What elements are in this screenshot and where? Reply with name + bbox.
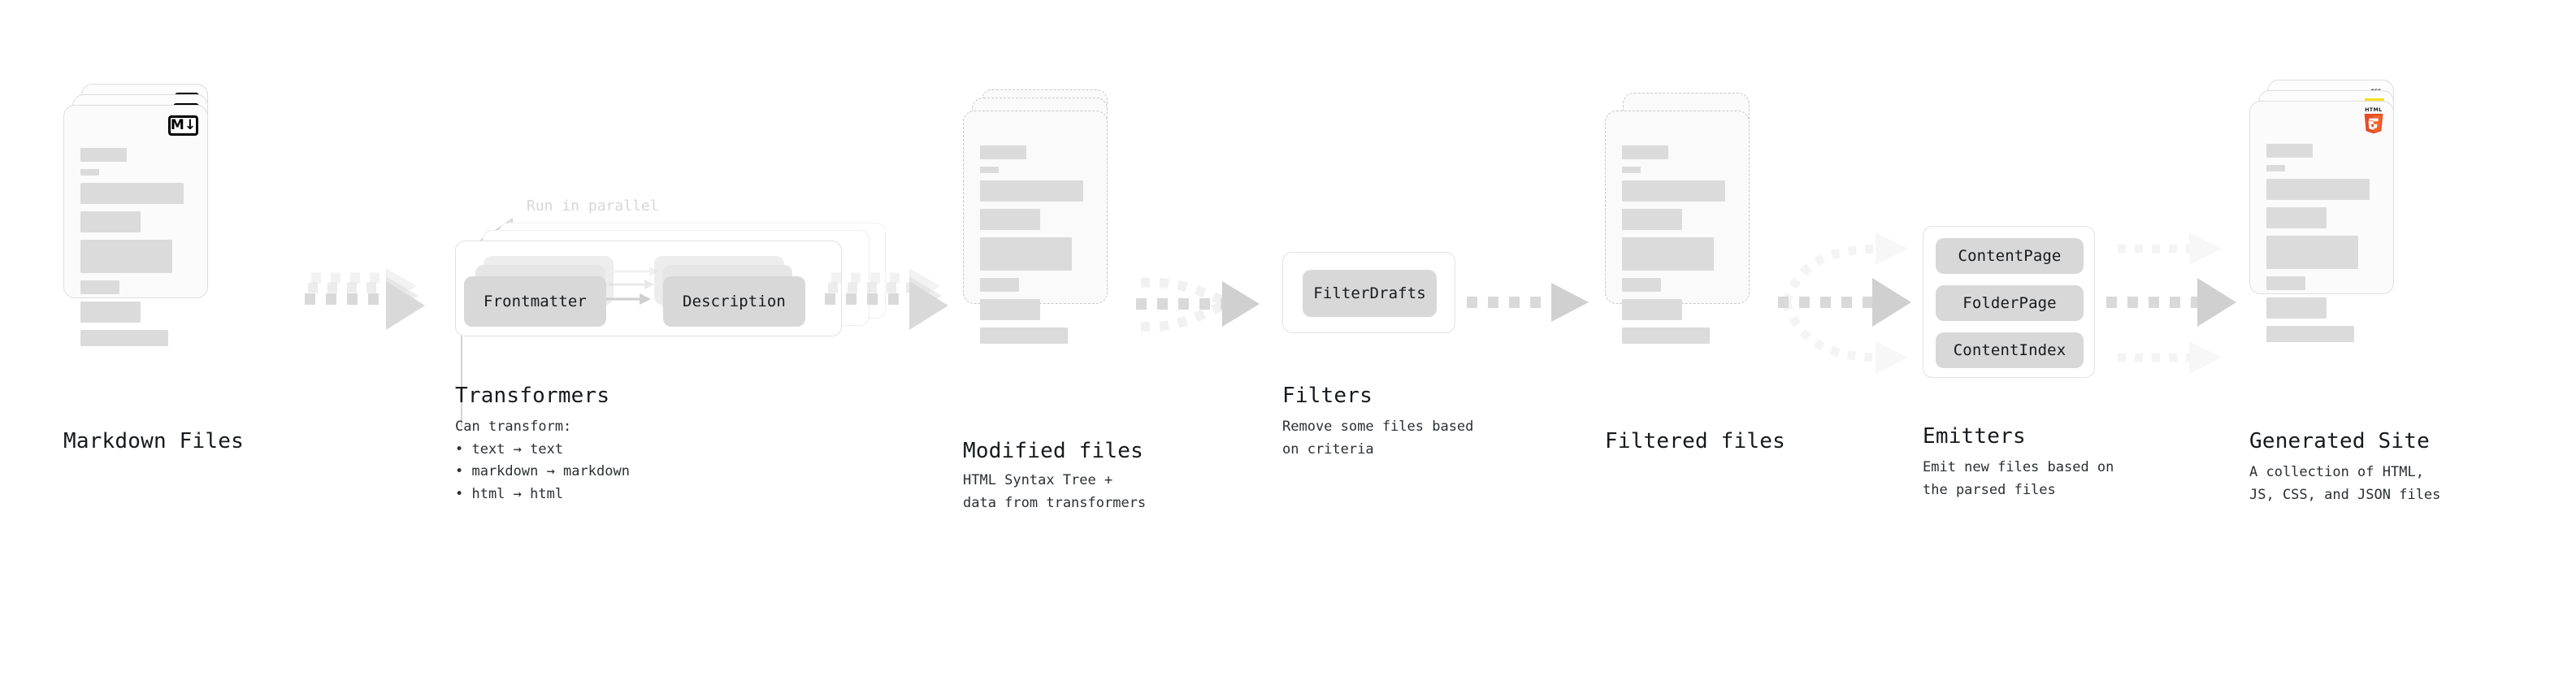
stage-title-transformers: Transformers	[455, 384, 610, 408]
placeholder-line	[980, 167, 999, 173]
svg-text:HTML: HTML	[2365, 107, 2383, 113]
placeholder-line	[980, 145, 1026, 159]
stage-title-generated-site: Generated Site	[2249, 429, 2430, 453]
chip-label-contentpage: ContentPage	[1958, 247, 2062, 265]
placeholder-line	[2266, 297, 2327, 319]
emitter-chip-contentindex[interactable]: ContentIndex	[1936, 332, 2084, 368]
placeholder-line	[1622, 327, 1710, 344]
placeholder-line	[1622, 237, 1714, 271]
emitter-chip-contentpage[interactable]: ContentPage	[1936, 238, 2084, 274]
chip-label-contentindex: ContentIndex	[1953, 341, 2066, 359]
placeholder-line	[80, 169, 99, 176]
placeholder-line	[980, 180, 1083, 202]
placeholder-line	[2266, 276, 2305, 290]
chip-label-frontmatter: Frontmatter	[484, 293, 587, 310]
placeholder-line	[1622, 145, 1668, 159]
arrow-markdown-to-transformers	[305, 268, 425, 330]
modified-card-front	[963, 111, 1108, 344]
transformer-chip-description[interactable]: Description	[663, 276, 805, 327]
placeholder-line	[1622, 209, 1682, 230]
placeholder-line	[980, 209, 1040, 230]
markdown-placeholder-lines	[80, 148, 191, 354]
chip-label-description: Description	[683, 293, 786, 310]
modified-file-stack	[963, 89, 1142, 344]
markdown-file-stack: M↓ M↓ M↓	[63, 84, 226, 346]
emitter-chip-folderpage[interactable]: FolderPage	[1936, 285, 2084, 321]
stage-title-markdown-files: Markdown Files	[63, 429, 244, 453]
placeholder-line	[80, 211, 141, 232]
placeholder-line	[2266, 207, 2327, 228]
filtered-file-stack	[1605, 89, 1784, 344]
filtered-card-front	[1605, 111, 1750, 344]
transformer-chip-frontmatter[interactable]: Frontmatter	[464, 276, 606, 327]
stage-title-modified-files: Modified files	[963, 439, 1143, 463]
placeholder-line	[80, 240, 172, 273]
html5-badge: HTML	[2364, 107, 2383, 134]
filters-box: FilterDrafts	[1282, 252, 1455, 333]
placeholder-line	[80, 280, 119, 294]
placeholder-line	[2266, 236, 2358, 269]
stage-title-filtered-files: Filtered files	[1605, 429, 1785, 453]
stage-markdown-files: M↓ M↓ M↓	[0, 0, 325, 681]
generated-site-stack: CSS HTML	[2249, 80, 2436, 342]
generated-card-front: HTML	[2249, 101, 2394, 342]
stage-desc-filters: Remove some files based on criteria	[1282, 419, 1474, 458]
placeholder-line	[2266, 179, 2370, 200]
placeholder-line	[980, 278, 1019, 292]
stage-modified-files: Modified files HTML Syntax Tree + data f…	[963, 89, 1147, 511]
markdown-badge: M↓	[168, 115, 198, 136]
placeholder-line	[80, 330, 168, 346]
arrow-modified-to-filters	[1136, 277, 1260, 332]
placeholder-line	[2266, 165, 2285, 171]
stage-emitters: ContentPage FolderPage ContentIndex Emit…	[1923, 226, 2114, 498]
stage-desc-transformers: Can transform: • text → text • markdown …	[455, 419, 630, 502]
arrow-emitters-to-site	[2106, 232, 2236, 374]
modified-placeholder-lines	[980, 145, 1091, 351]
placeholder-line	[1622, 278, 1661, 292]
placeholder-line	[80, 148, 127, 162]
placeholder-line	[980, 299, 1040, 320]
stage-title-filters: Filters	[1282, 384, 1373, 408]
placeholder-line	[80, 301, 141, 323]
markdown-card-front: M↓	[63, 105, 208, 346]
placeholder-line	[980, 237, 1072, 271]
transformer-internal-arrows	[601, 267, 659, 305]
emitters-box: ContentPage FolderPage ContentIndex	[1923, 226, 2095, 378]
placeholder-line	[2266, 326, 2354, 342]
stage-title-emitters: Emitters	[1923, 424, 2026, 449]
arrow-filtered-to-emitters	[1778, 232, 1911, 374]
placeholder-line	[980, 327, 1068, 344]
stage-desc-modified-files: HTML Syntax Tree + data from transformer…	[963, 472, 1147, 511]
placeholder-line	[2266, 144, 2313, 158]
markdown-badge-text: M↓	[170, 117, 197, 133]
stage-transformers: Run in parallel Frontmatter Description …	[0, 0, 894, 681]
arrow-filters-to-filtered	[1467, 283, 1589, 322]
arrow-transformers-to-modified	[825, 268, 948, 330]
placeholder-line	[1622, 167, 1641, 173]
placeholder-line	[80, 183, 184, 204]
run-in-parallel-label: Run in parallel	[527, 197, 659, 215]
filtered-placeholder-lines	[1622, 145, 1733, 351]
placeholder-line	[1622, 299, 1682, 320]
stage-filtered-files: Filtered files	[1605, 89, 1785, 453]
filter-chip-filterdrafts[interactable]: FilterDrafts	[1303, 270, 1437, 317]
stage-filters: FilterDrafts Filters Remove some files b…	[1282, 252, 1474, 458]
stage-desc-generated-site: A collection of HTML, JS, CSS, and JSON …	[2249, 464, 2441, 503]
chip-label-folderpage: FolderPage	[1962, 294, 2057, 312]
chip-label-filterdrafts: FilterDrafts	[1313, 284, 1426, 302]
generated-placeholder-lines	[2266, 144, 2377, 349]
placeholder-line	[1622, 180, 1725, 202]
stage-desc-emitters: Emit new files based on the parsed files	[1923, 459, 2114, 498]
